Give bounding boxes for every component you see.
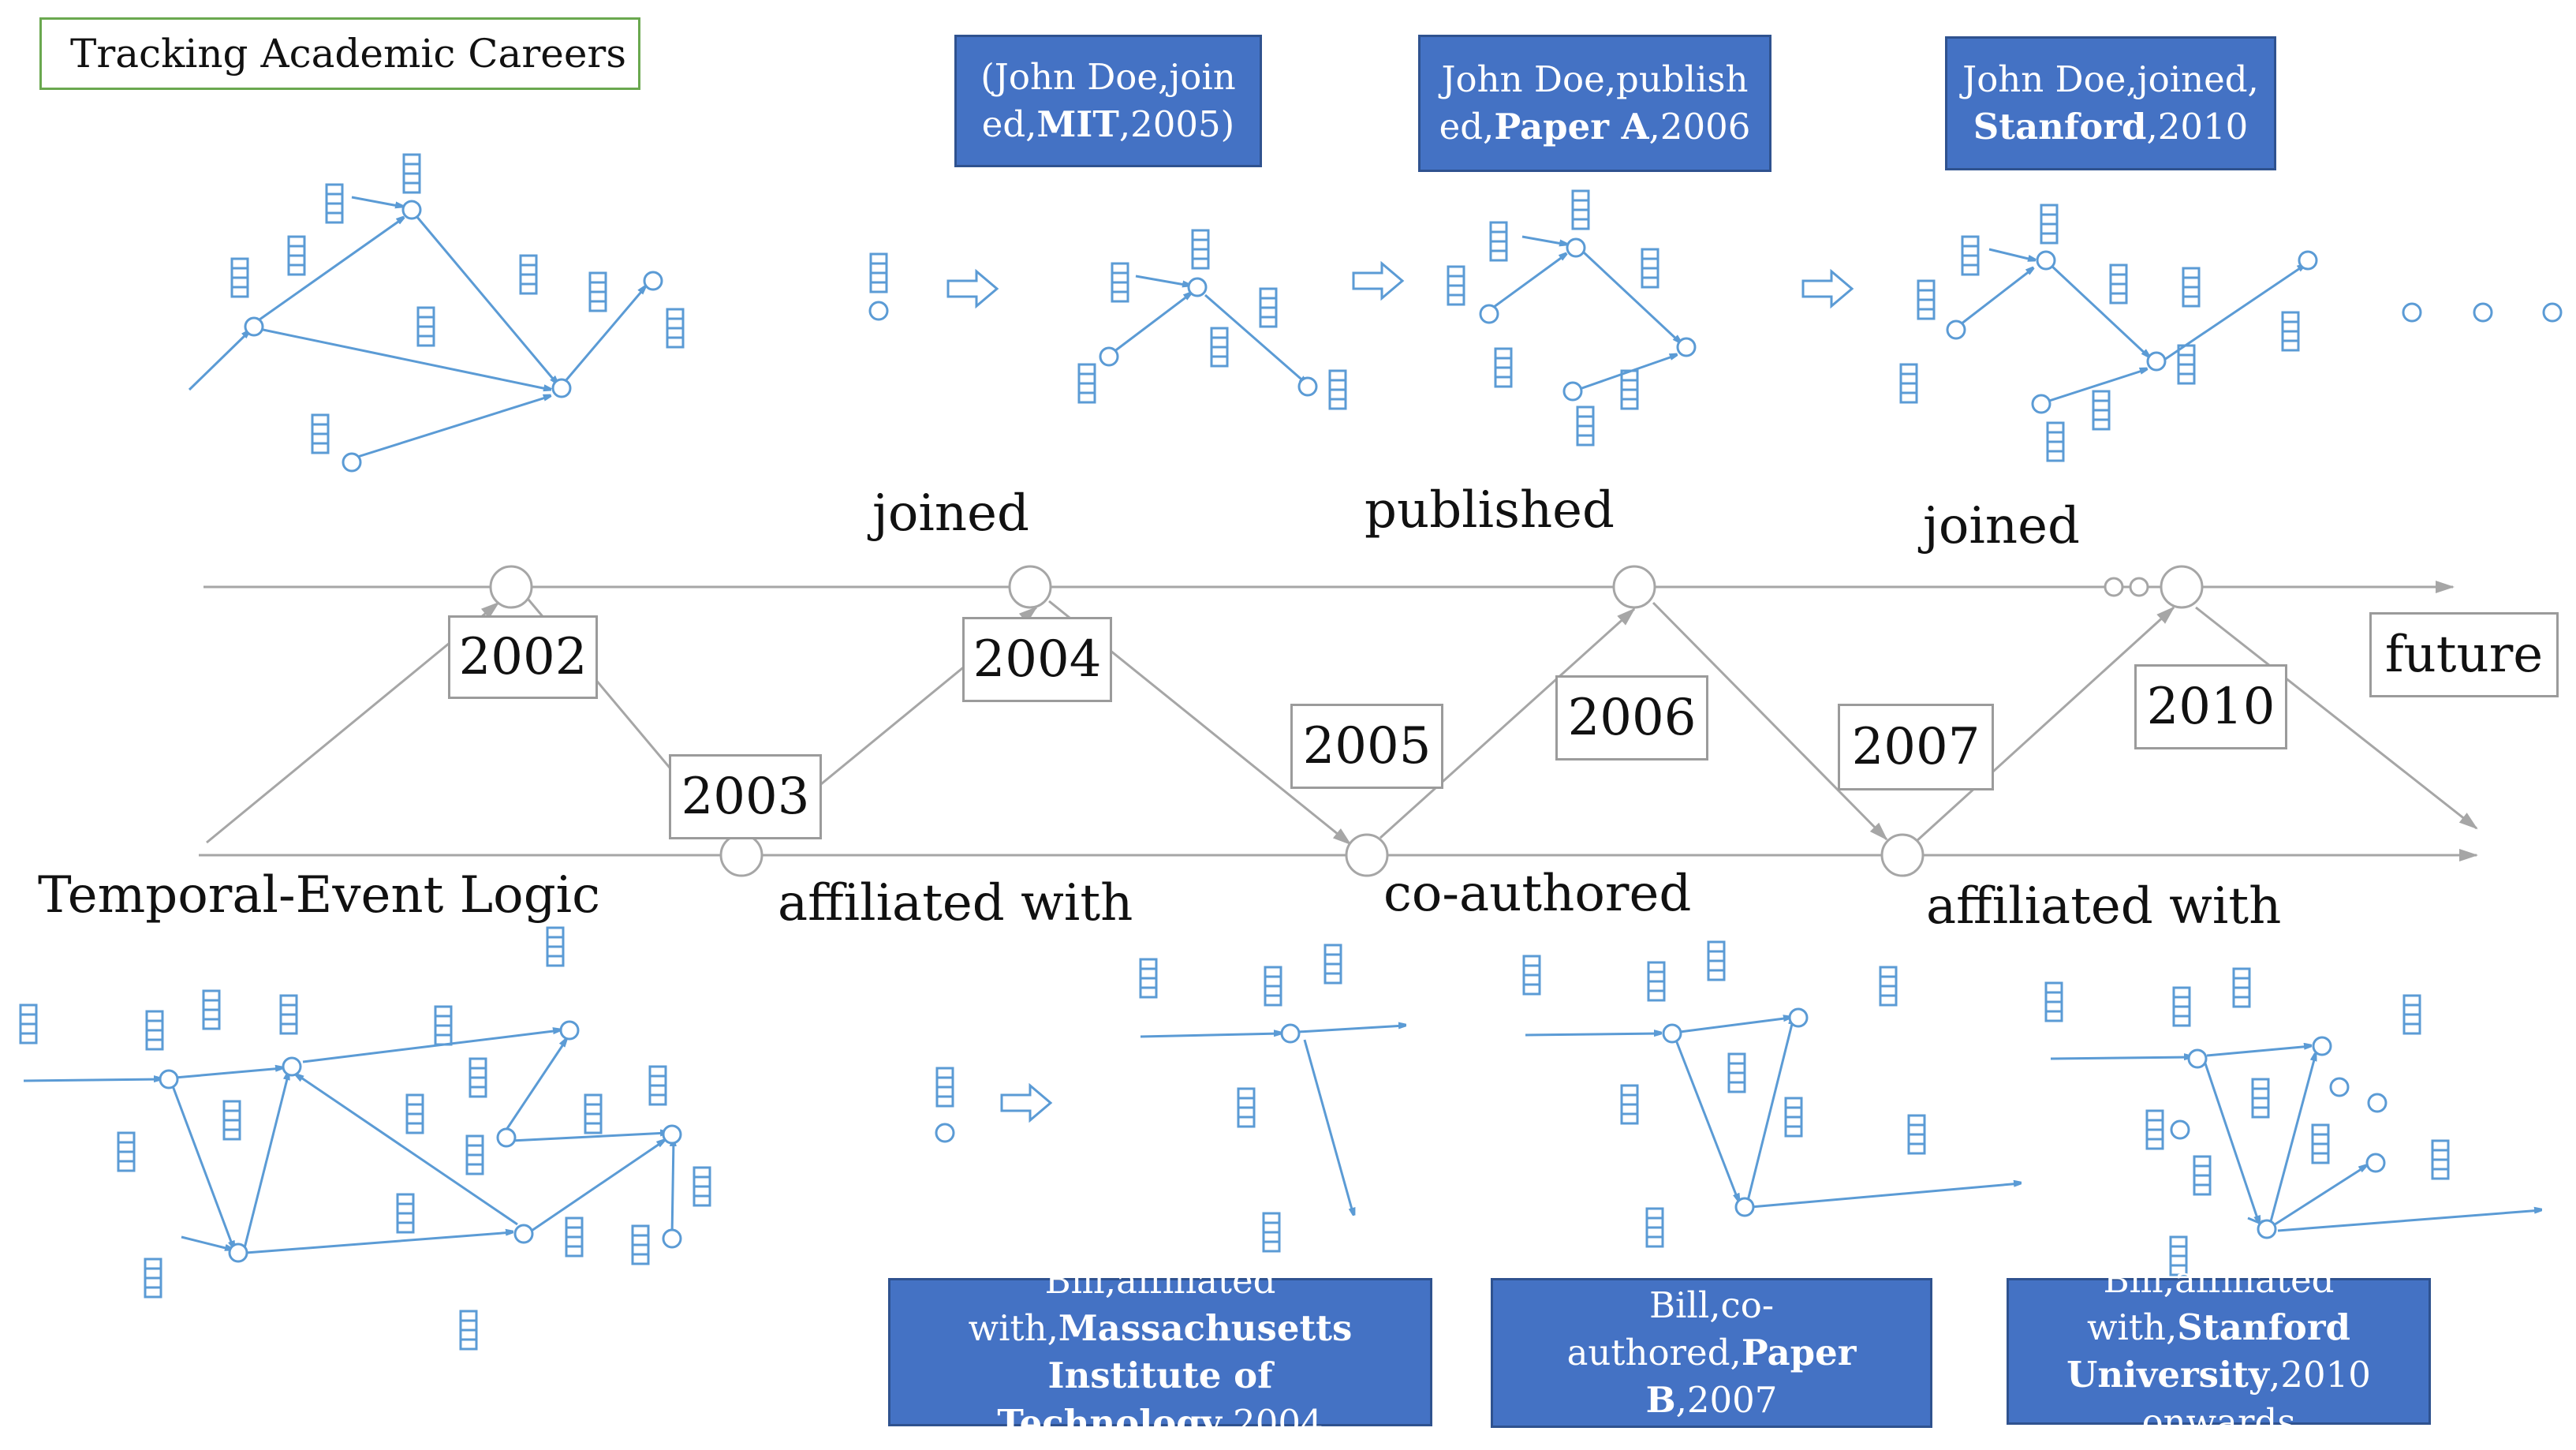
event-text: John Doe,joined,	[1962, 58, 2259, 100]
event-text: John Doe,published,	[1439, 58, 1749, 148]
event-text: ,2006	[1648, 106, 1751, 148]
bottom-snapshot-2	[1139, 944, 1406, 1253]
relation-label-published: published	[1365, 481, 1615, 540]
top-snapshot-2	[1077, 229, 1347, 410]
diagram-title: Tracking Academic Careers	[39, 17, 640, 90]
top-left-knowledge-graph	[188, 196, 663, 473]
event-text: (John Doe,joined,	[980, 56, 1236, 145]
event-text: ,2007	[1675, 1379, 1778, 1421]
year-box-2004: 2004	[962, 617, 1112, 702]
top-snapshot-1	[868, 252, 889, 321]
event-entity: Stanford	[1973, 106, 2147, 148]
top-snapshot-3	[1447, 189, 1697, 447]
hollow-right-arrow-icon	[1352, 262, 1404, 300]
event-box-bill-paper-b: Bill,co-authored,Paper B,2007	[1491, 1278, 1932, 1428]
timeline-node	[2160, 565, 2204, 609]
hollow-right-arrow-icon	[1000, 1084, 1052, 1122]
event-text: ,2010	[2146, 106, 2249, 148]
timeline-link	[2195, 606, 2478, 830]
future-label: future	[2369, 612, 2559, 697]
top-snapshot-4	[1899, 204, 2318, 462]
timeline-node	[719, 833, 763, 877]
event-box-bill-stanford: Bill,affiliated with,Stanford University…	[2007, 1259, 2431, 1443]
year-box-2010: 2010	[2134, 664, 2287, 749]
year-box-2007: 2007	[1838, 704, 1994, 790]
event-entity: Stanford University	[2066, 1306, 2350, 1396]
bottom-left-knowledge-graph	[19, 926, 711, 1351]
event-box-bill-mit: Bill,affiliated with,Massachusetts Insti…	[888, 1260, 1432, 1444]
relation-label-affiliated-with: affiliated with	[778, 874, 1133, 932]
event-box-john-paper-a: John Doe,published,Paper A,2006	[1418, 35, 1771, 172]
event-text: ,2005)	[1118, 103, 1235, 145]
year-box-2005: 2005	[1290, 704, 1443, 789]
timeline-node	[1345, 833, 1389, 877]
event-entity: Massachusetts Institute of Technology	[997, 1307, 1353, 1444]
timeline-node	[1612, 565, 1656, 609]
event-entity: MIT	[1036, 103, 1119, 145]
relation-label-co-authored: co-authored	[1383, 865, 1692, 923]
timeline-link	[1379, 607, 1636, 839]
year-box-2006: 2006	[1555, 675, 1708, 761]
ellipsis-dots-icon	[2129, 577, 2149, 597]
year-box-2003: 2003	[669, 754, 822, 839]
timeline-node	[489, 565, 533, 609]
event-box-john-mit: (John Doe,joined,MIT,2005)	[954, 35, 1262, 167]
event-entity: Paper A	[1494, 106, 1649, 148]
hollow-right-arrow-icon	[946, 270, 999, 308]
timeline-link	[1915, 606, 2175, 843]
section-label: Temporal-Event Logic	[38, 866, 600, 925]
timeline-node	[1008, 565, 1052, 609]
bottom-snapshot-1	[935, 1067, 955, 1143]
relation-label-joined: joined	[1923, 497, 2080, 555]
timeline-node	[1880, 833, 1925, 877]
event-text: Bill,affiliated with,	[2087, 1259, 2335, 1348]
event-text: ,2010 onwards	[2141, 1354, 2371, 1443]
event-text: Bill,co-authored,	[1566, 1284, 1775, 1373]
relation-label-affiliated-with: affiliated with	[1926, 877, 2282, 936]
event-text: Bill,affiliated with,	[968, 1260, 1276, 1349]
event-text: ,2004	[1221, 1402, 1323, 1444]
ellipsis-dots-icon	[2402, 302, 2563, 323]
timeline-link	[1652, 601, 1888, 841]
bottom-snapshot-3	[1522, 940, 2021, 1248]
event-entity: Paper B	[1645, 1332, 1857, 1421]
stacked-record-icon	[230, 153, 685, 454]
hollow-right-arrow-icon	[1801, 270, 1854, 308]
timeline-nodes	[489, 565, 2204, 877]
bottom-snapshot-4	[2044, 967, 2541, 1276]
ellipsis-dots-icon	[2104, 577, 2124, 597]
year-box-2002: 2002	[448, 615, 598, 699]
event-box-john-stanford: John Doe,joined, Stanford,2010	[1945, 36, 2276, 170]
relation-label-joined: joined	[872, 484, 1029, 543]
